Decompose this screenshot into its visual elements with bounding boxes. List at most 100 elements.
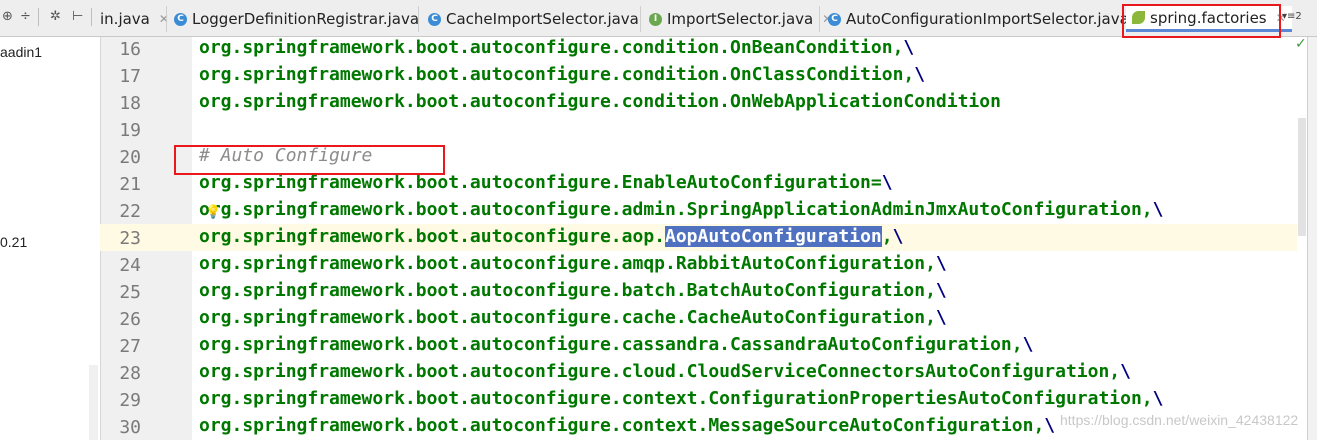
code-line[interactable]: org.springframework.boot.autoconfigure.a… (199, 253, 947, 274)
project-tree-item[interactable]: aadin1 (0, 44, 43, 60)
gear-icon[interactable]: ✲ (50, 9, 61, 24)
code-line[interactable]: org.springframework.boot.autoconfigure.a… (199, 199, 1164, 220)
line-continuation: \ (903, 37, 915, 58)
line-continuation: \ (1152, 388, 1164, 409)
code-line[interactable]: org.springframework.boot.autoconfigure.c… (199, 415, 1055, 436)
code-line[interactable]: org.springframework.boot.autoconfigure.c… (199, 388, 1164, 409)
line-number: 25 (119, 282, 141, 303)
close-icon[interactable]: ✕ (822, 12, 832, 26)
project-panel: aadin1 0.21 (0, 37, 89, 440)
code-text: org.springframework.boot.autoconfigure.c… (199, 334, 1023, 355)
line-continuation: \ (935, 307, 947, 328)
code-text: org.springframework.boot.autoconfigure.c… (199, 415, 1045, 436)
line-continuation: \ (881, 172, 893, 193)
tab-divider (640, 6, 641, 32)
code-text: org.springframework.boot.autoconfigure.E… (199, 172, 882, 193)
comment-line[interactable]: # Auto Configure (199, 145, 372, 166)
class-icon: C (174, 12, 187, 26)
code-line[interactable]: org.springframework.boot.autoconfigure.c… (199, 361, 1131, 382)
tab-label: spring.factories (1150, 8, 1267, 27)
overflow-arrow-icon: ▾≡ (1282, 11, 1296, 22)
tab-divider (819, 6, 820, 32)
line-continuation: \ (1152, 199, 1164, 220)
line-number: 16 (119, 39, 141, 60)
editor-tab-bar: ⊕ ÷ ✲ ⊢ in.java ✕ C LoggerDefinitionRegi… (0, 0, 1317, 37)
toolbar-separator (38, 8, 39, 26)
code-text: org.springframework.boot.autoconfigure.a… (199, 253, 936, 274)
line-number: 22 (119, 201, 141, 222)
tab-label: LoggerDefinitionRegistrar.java (192, 10, 420, 28)
line-continuation: \ (914, 64, 926, 85)
tab-label: ImportSelector.java (667, 10, 814, 28)
line-continuation: \ (1120, 361, 1131, 382)
active-tab-highlight-box (1122, 4, 1281, 38)
tab-overflow-menu[interactable]: ▾≡2 (1282, 11, 1302, 22)
code-line[interactable]: org.springframework.boot.autoconfigure.c… (199, 307, 947, 328)
right-tool-window-bar (1307, 37, 1317, 440)
lightbulb-icon[interactable]: 💡 (205, 205, 222, 220)
tab-label: CacheImportSelector.java (446, 10, 639, 28)
tab-label: AutoConfigurationImportSelector.java (846, 10, 1129, 28)
overflow-count: 2 (1295, 11, 1302, 22)
split-icon[interactable]: ÷ (20, 9, 31, 24)
checkmark-icon: ✓ (1295, 36, 1307, 52)
code-line[interactable]: org.springframework.boot.autoconfigure.b… (199, 280, 947, 301)
code-text: org.springframework.boot.autoconfigure.c… (199, 361, 1121, 382)
code-text: org.springframework.boot.autoconfigure.c… (199, 91, 1001, 112)
tab-spring-factories[interactable]: spring.factories ✕ (1126, 6, 1292, 32)
line-number: 29 (119, 390, 141, 411)
panel-divider (89, 365, 98, 440)
target-icon[interactable]: ⊕ (2, 9, 13, 24)
toolbar-separator (91, 8, 92, 26)
code-line[interactable]: org.springframework.boot.autoconfigure.c… (199, 91, 1001, 112)
tab-in-java[interactable]: in.java ✕ (100, 6, 169, 32)
line-number: 26 (119, 309, 141, 330)
interface-icon: I (649, 12, 662, 26)
line-number: 18 (119, 93, 141, 114)
line-number: 17 (119, 66, 141, 87)
close-icon[interactable]: ✕ (158, 12, 169, 26)
tab-logger-definition-registrar[interactable]: C LoggerDefinitionRegistrar.java ✕ (174, 6, 438, 32)
tab-divider (166, 6, 167, 32)
line-number: 21 (119, 174, 141, 195)
code-text: org.springframework.boot.autoconfigure.a… (199, 199, 1153, 220)
collapse-icon[interactable]: ⊢ (72, 9, 84, 24)
code-text: org.springframework.boot.autoconfigure.c… (199, 37, 904, 58)
code-text: org.springframework.boot.autoconfigure.a… (199, 226, 665, 247)
project-tree-item[interactable]: 0.21 (0, 234, 28, 250)
line-number: 23 (119, 228, 141, 249)
code-text: org.springframework.boot.autoconfigure.c… (199, 64, 915, 85)
code-text: , (881, 226, 893, 247)
comment-text: # Auto Configure (199, 145, 373, 166)
line-continuation: \ (1044, 415, 1056, 436)
class-icon: C (428, 12, 441, 26)
tab-label: in.java (100, 10, 150, 28)
class-icon: C (828, 12, 841, 26)
line-number: 19 (119, 120, 141, 141)
code-line[interactable]: org.springframework.boot.autoconfigure.c… (199, 334, 1033, 355)
line-number: 30 (119, 417, 141, 438)
tab-cache-import-selector[interactable]: C CacheImportSelector.java ✕ (428, 6, 658, 32)
code-text: org.springframework.boot.autoconfigure.c… (199, 307, 936, 328)
editor-scrollbar[interactable] (1297, 37, 1307, 440)
line-continuation: \ (892, 226, 904, 247)
line-continuation: \ (935, 280, 947, 301)
watermark: https://blog.csdn.net/weixin_42438122 (1060, 412, 1299, 428)
selected-text[interactable]: AopAutoConfiguration (665, 226, 882, 247)
scrollbar-thumb[interactable] (1298, 118, 1306, 236)
line-number: 20 (119, 147, 141, 168)
code-text: org.springframework.boot.autoconfigure.c… (199, 388, 1153, 409)
code-line[interactable]: org.springframework.boot.autoconfigure.c… (199, 37, 914, 58)
line-continuation: \ (935, 253, 947, 274)
code-line[interactable]: org.springframework.boot.autoconfigure.c… (199, 64, 925, 85)
code-text: org.springframework.boot.autoconfigure.b… (199, 280, 936, 301)
code-line-current[interactable]: org.springframework.boot.autoconfigure.a… (199, 226, 903, 247)
tab-auto-configuration-import-selector[interactable]: C AutoConfigurationImportSelector.java ✕ (828, 6, 1148, 32)
line-continuation: \ (1022, 334, 1034, 355)
leaf-icon (1132, 11, 1145, 24)
comment-highlight-box (174, 145, 445, 175)
code-line[interactable]: org.springframework.boot.autoconfigure.E… (199, 172, 893, 193)
line-number: 24 (119, 255, 141, 276)
tab-divider (418, 6, 419, 32)
tab-import-selector[interactable]: I ImportSelector.java ✕ (649, 6, 832, 32)
